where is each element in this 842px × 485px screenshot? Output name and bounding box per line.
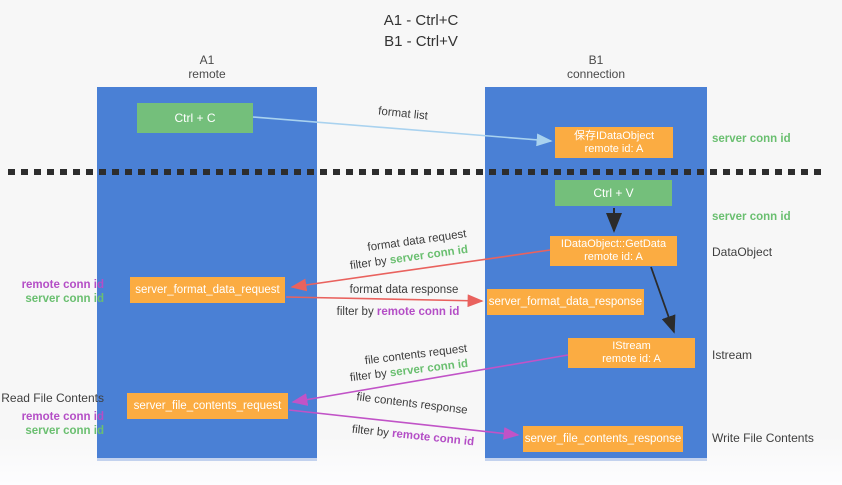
lane-header-connection: B1 connection bbox=[485, 53, 707, 81]
node-save-dataobject: 保存IDataObject remote id: A bbox=[555, 127, 673, 158]
node-server-file-contents-request: server_file_contents_request bbox=[127, 393, 288, 419]
node-label: Ctrl + C bbox=[174, 110, 216, 125]
label-read-file-contents: Read File Contents bbox=[1, 391, 104, 405]
node-server-format-data-response: server_format_data_response bbox=[487, 289, 644, 315]
label-istream: Istream bbox=[712, 348, 753, 362]
label-write-file-contents: Write File Contents bbox=[712, 431, 814, 445]
node-label-line1: 保存IDataObject bbox=[573, 129, 655, 142]
title-line-2: B1 - Ctrl+V bbox=[384, 33, 458, 50]
dotted-divider bbox=[8, 169, 822, 175]
label-dataobject: DataObject bbox=[712, 245, 773, 259]
lane-name: B1 bbox=[588, 53, 604, 67]
node-label-line2: remote id: A bbox=[584, 142, 644, 155]
node-server-format-data-request: server_format_data_request bbox=[130, 277, 285, 303]
node-label-line1: IDataObject::GetData bbox=[560, 238, 667, 250]
flow-label-filter-by-remote-conn: filter by remote conn id bbox=[351, 424, 474, 449]
remote-conn-id-text: remote conn id bbox=[376, 306, 460, 318]
label-remote-conn-id: remote conn id bbox=[21, 411, 104, 423]
node-label-line2: remote id: A bbox=[584, 251, 643, 263]
lane-name: A1 bbox=[199, 53, 215, 67]
label-server-conn-id: server conn id bbox=[25, 293, 104, 305]
node-server-file-contents-response: server_file_contents_response bbox=[523, 426, 683, 452]
node-label: server_format_data_request bbox=[135, 283, 280, 296]
diagram-title: A1 - Ctrl+C B1 - Ctrl+V bbox=[0, 10, 842, 52]
filter-by-text: filter by bbox=[351, 423, 390, 440]
lane-header-remote: A1 remote bbox=[97, 53, 317, 81]
node-istream: IStream remote id: A bbox=[568, 338, 695, 368]
label-conn-ids-top: remote conn id server conn id bbox=[0, 278, 104, 306]
node-label-line1: IStream bbox=[612, 340, 651, 352]
label-conn-ids-bottom: remote conn id server conn id bbox=[0, 410, 104, 438]
flow-label-file-contents-response: file contents response bbox=[355, 391, 469, 417]
node-label: server_format_data_response bbox=[488, 295, 643, 308]
label-server-conn-id: server conn id bbox=[25, 425, 104, 437]
filter-by-text: filter by bbox=[349, 367, 388, 385]
node-label: server_file_contents_request bbox=[133, 399, 282, 412]
label-server-conn-id: server conn id bbox=[712, 133, 791, 145]
filter-by-text: filter by bbox=[349, 255, 388, 273]
flow-label-format-list: format list bbox=[377, 105, 429, 123]
node-ctrl-v: Ctrl + V bbox=[555, 180, 672, 206]
node-label: server_file_contents_response bbox=[524, 432, 682, 445]
flow-label-format-data-response: format data response bbox=[349, 284, 459, 296]
filter-by-text: filter by bbox=[336, 306, 374, 318]
node-idataobject-getdata: IDataObject::GetData remote id: A bbox=[550, 236, 677, 266]
title-line-1: A1 - Ctrl+C bbox=[383, 12, 459, 29]
node-label-line2: remote id: A bbox=[602, 353, 661, 365]
label-remote-conn-id: remote conn id bbox=[21, 279, 104, 291]
remote-conn-id-text: remote conn id bbox=[391, 427, 475, 449]
flow-label-filter-by-remote-conn: filter by remote conn id bbox=[337, 306, 460, 318]
node-ctrl-c: Ctrl + C bbox=[137, 103, 253, 133]
node-label: Ctrl + V bbox=[593, 185, 634, 200]
lane-role: remote bbox=[188, 67, 226, 81]
label-server-conn-id: server conn id bbox=[712, 211, 791, 223]
lane-role: connection bbox=[566, 67, 626, 81]
